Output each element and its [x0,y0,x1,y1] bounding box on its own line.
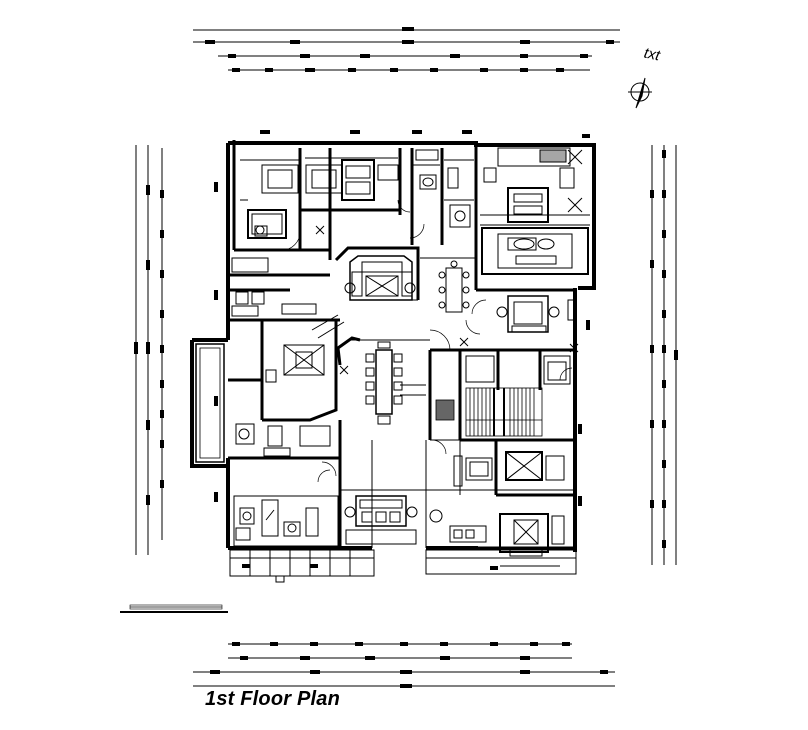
living-room [344,255,416,301]
door-swings [281,199,573,483]
column-markers [315,225,579,375]
lift-lobby [465,355,571,385]
north-label: txt [642,44,662,65]
dining-table-long [365,341,426,425]
bedroom-top-middle [305,159,399,201]
dining-table-right [438,260,470,313]
entrance-steps [229,549,577,583]
exterior-walls [190,141,596,552]
partition-lines [240,157,590,548]
interior-walls [228,140,575,550]
study-left [265,303,345,383]
bedroom-top-left [240,164,299,239]
north-arrow-icon [628,77,652,109]
left-balcony [195,343,225,463]
bathroom-top [415,149,471,228]
left-utility-rooms [231,257,331,457]
scale-bar [120,604,228,613]
drawing-title: 1st Floor Plan [205,688,341,710]
bottom-dimension-lines [193,642,615,688]
lounge-right [496,295,575,333]
staircase [435,387,543,437]
bedroom-bottom-left [233,495,339,547]
left-dimension-lines [134,145,164,555]
master-suite [481,147,589,275]
bedroom-right-middle [453,451,565,487]
bottom-lounge [344,495,487,545]
bedroom-right-bottom [499,513,565,557]
window-tags [214,130,590,570]
top-dimension-lines [193,27,620,72]
right-dimension-lines [650,145,678,565]
